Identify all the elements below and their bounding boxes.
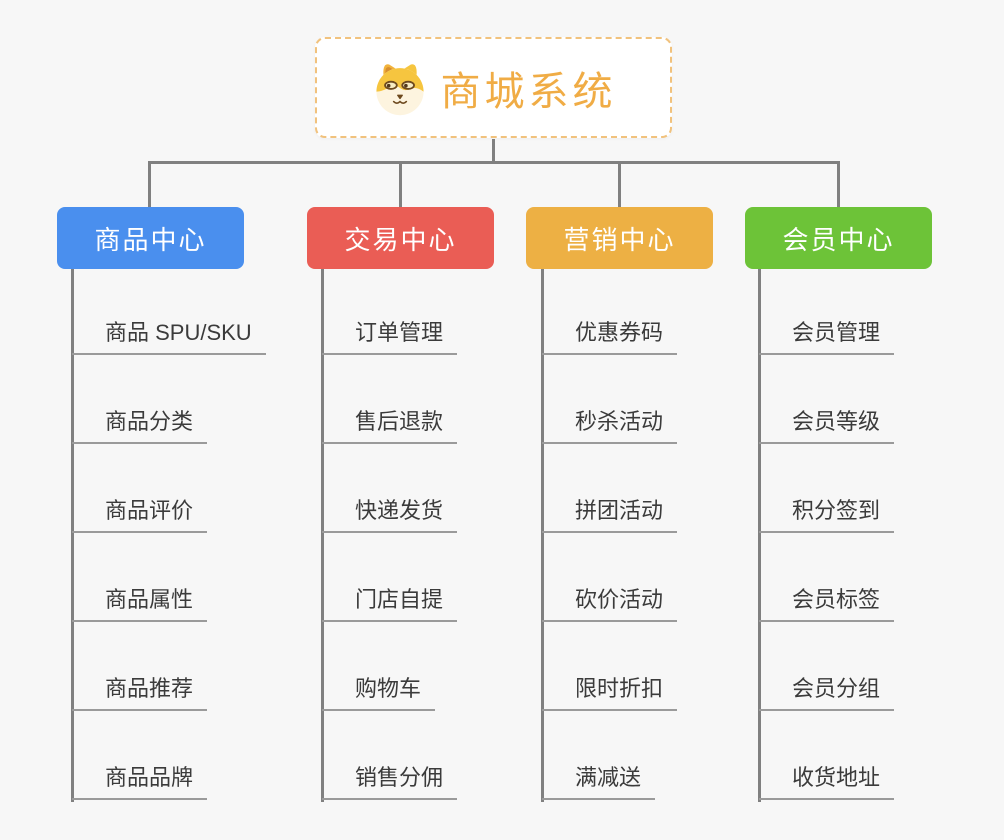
leaf-node[interactable]: 商品品牌 — [72, 765, 208, 800]
connector-drop — [148, 161, 151, 207]
branch-node-member-center[interactable]: 会员中心 — [745, 207, 932, 269]
leaf-node[interactable]: 订单管理 — [322, 320, 458, 355]
leaf-node[interactable]: 商品推荐 — [72, 676, 208, 711]
leaf-node[interactable]: 商品分类 — [72, 409, 208, 444]
branch-node-marketing-center[interactable]: 营销中心 — [526, 207, 713, 269]
leaf-node[interactable]: 积分签到 — [759, 498, 895, 533]
leaf-node[interactable]: 砍价活动 — [542, 587, 678, 622]
leaf-node[interactable]: 商品属性 — [72, 587, 208, 622]
connector-trunk — [492, 139, 495, 164]
connector-drop — [618, 161, 621, 207]
leaf-node[interactable]: 快递发货 — [322, 498, 458, 533]
connector-drop — [399, 161, 402, 207]
connector-drop — [837, 161, 840, 207]
leaf-node[interactable]: 会员管理 — [759, 320, 895, 355]
root-node[interactable]: 商城系统 — [315, 37, 672, 138]
leaf-node[interactable]: 售后退款 — [322, 409, 458, 444]
branch-spine-line — [541, 269, 544, 802]
branch-spine-line — [758, 269, 761, 802]
root-title: 商城系统 — [440, 69, 617, 114]
leaf-node[interactable]: 商品 SPU/SKU — [72, 320, 266, 355]
branch-spine-line — [71, 269, 74, 802]
branch-spine-line — [321, 269, 324, 802]
leaf-node[interactable]: 收货地址 — [759, 765, 895, 800]
leaf-node[interactable]: 会员等级 — [759, 409, 895, 444]
branch-label: 营销中心 — [563, 224, 676, 255]
doge-icon — [371, 59, 429, 117]
branch-label: 交易中心 — [344, 224, 457, 255]
branch-node-product-center[interactable]: 商品中心 — [57, 207, 244, 269]
leaf-node[interactable]: 购物车 — [322, 676, 436, 711]
connector-crossbar — [148, 161, 840, 164]
leaf-node[interactable]: 满减送 — [542, 765, 656, 800]
leaf-node[interactable]: 商品评价 — [72, 498, 208, 533]
branch-label: 会员中心 — [782, 224, 895, 255]
leaf-node[interactable]: 秒杀活动 — [542, 409, 678, 444]
leaf-node[interactable]: 会员标签 — [759, 587, 895, 622]
leaf-node[interactable]: 拼团活动 — [542, 498, 678, 533]
leaf-node[interactable]: 会员分组 — [759, 676, 895, 711]
leaf-node[interactable]: 优惠券码 — [542, 320, 678, 355]
leaf-node[interactable]: 限时折扣 — [542, 676, 678, 711]
branch-label: 商品中心 — [94, 224, 207, 255]
branch-node-trade-center[interactable]: 交易中心 — [307, 207, 494, 269]
leaf-node[interactable]: 销售分佣 — [322, 765, 458, 800]
leaf-node[interactable]: 门店自提 — [322, 587, 458, 622]
